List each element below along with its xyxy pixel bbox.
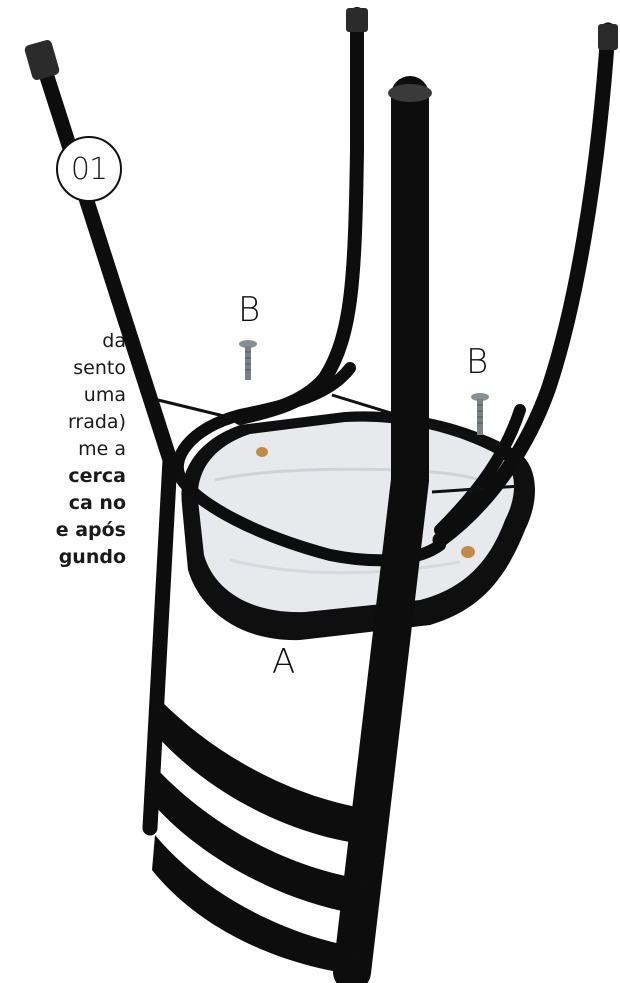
instruction-line: sento [73,357,126,379]
seat-cushion [181,411,535,641]
seat-label: A [272,642,296,682]
step-number-badge: 01 [56,136,122,202]
backrest-slats [152,700,375,975]
instruction-line: rrada) [67,411,126,433]
foot-cap-icon [24,40,60,80]
step-number: 01 [70,151,108,187]
nut-icon [256,447,268,457]
instruction-line: da [102,330,126,352]
instruction-line-bold: gundo [58,546,126,568]
instruction-line-bold: cerca [68,465,126,487]
foot-caps [24,8,618,102]
screw-label: B [238,290,261,330]
foot-cap-icon [598,24,618,50]
instruction-line: me a [78,438,126,460]
instruction-line: uma [83,384,126,406]
nut-icon [461,546,475,558]
screw-icon [471,393,489,435]
screw-label: B [466,342,489,382]
instruction-line-bold: e após [55,519,126,541]
foot-cap-icon [388,84,432,102]
instruction-text: da sento uma rrada) me a cerca ca no e a… [0,328,126,571]
foot-cap-icon [346,8,368,32]
instruction-line-bold: ca no [68,492,126,514]
screw-icon [239,340,257,380]
